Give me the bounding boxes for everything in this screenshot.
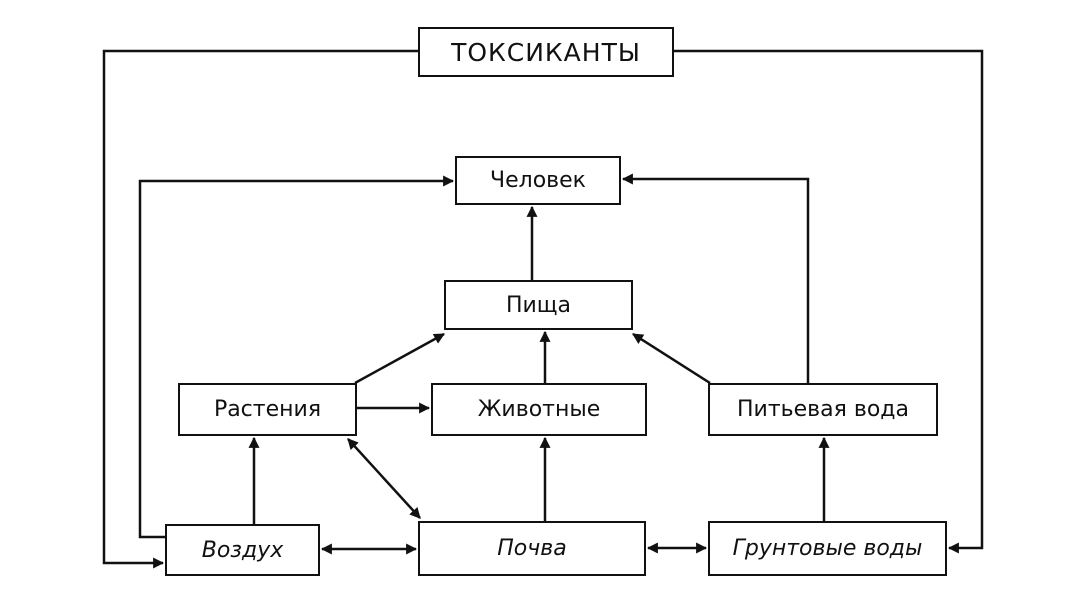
edge-rasteniya-to-pishcha — [354, 332, 445, 385]
node-pochva: Почва — [418, 521, 646, 576]
edge-vozdukh-to-chelovek — [138, 175, 455, 539]
node-toksikanty: ТОКСИКАНТЫ — [418, 27, 674, 77]
edge-pitevaya-voda-to-chelovek — [621, 173, 810, 383]
node-vozdukh: Воздух — [165, 524, 320, 576]
node-chelovek: Человек — [455, 156, 621, 205]
edge-toksikanty-to-vozdukh — [102, 49, 418, 569]
edge-toksikanty-to-gruntovye-vody — [674, 49, 984, 554]
node-gruntovye-vody: Грунтовые воды — [708, 521, 947, 576]
node-pitevaya-voda: Питьевая вода — [708, 383, 938, 436]
node-rasteniya: Растения — [178, 383, 357, 436]
edge-rasteniya-to-pochva — [347, 438, 421, 519]
node-pishcha: Пища — [444, 280, 633, 330]
node-zhivotnye: Животные — [431, 383, 647, 436]
edge-pitevaya-voda-to-pishcha — [632, 332, 711, 385]
